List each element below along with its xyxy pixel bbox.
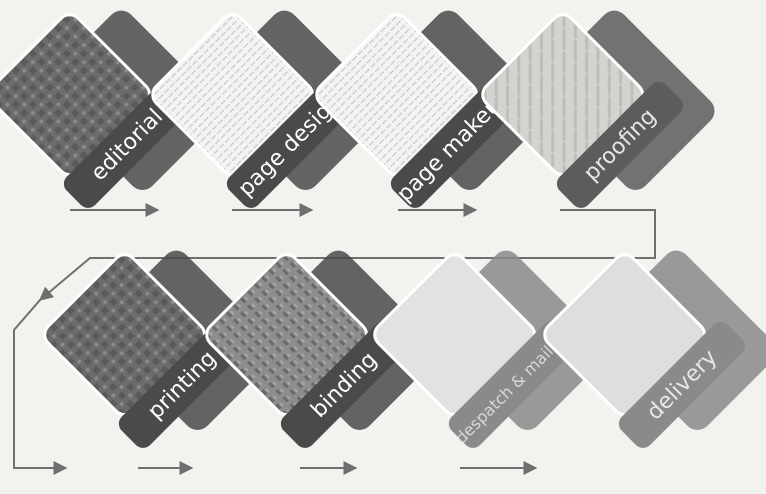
- step-printing: printing: [43, 250, 277, 448]
- flow-connectors: [13, 203, 656, 475]
- arrow-into-printing: [13, 299, 68, 475]
- page-design-label-tab: [226, 81, 353, 208]
- printing-label-tab: [118, 321, 245, 448]
- arrow-proofing-to-printing: [38, 209, 656, 301]
- despatch-mailing-label-tab: [448, 321, 575, 448]
- page-makeup-label-tab: [390, 81, 517, 208]
- proofing-label-tab: [556, 81, 683, 208]
- step-delivery: delivery: [543, 250, 766, 448]
- step-editorial: editorial: [0, 10, 222, 208]
- delivery-label-tab: [618, 321, 745, 448]
- step-page-makeup: page makeup: [315, 10, 549, 208]
- step-binding: binding: [205, 250, 439, 448]
- binding-label-tab: [280, 321, 407, 448]
- editorial-label-tab: [63, 81, 190, 208]
- step-proofing: proofing: [481, 10, 715, 208]
- step-despatch-mailing: despatch & mailing: [373, 250, 607, 448]
